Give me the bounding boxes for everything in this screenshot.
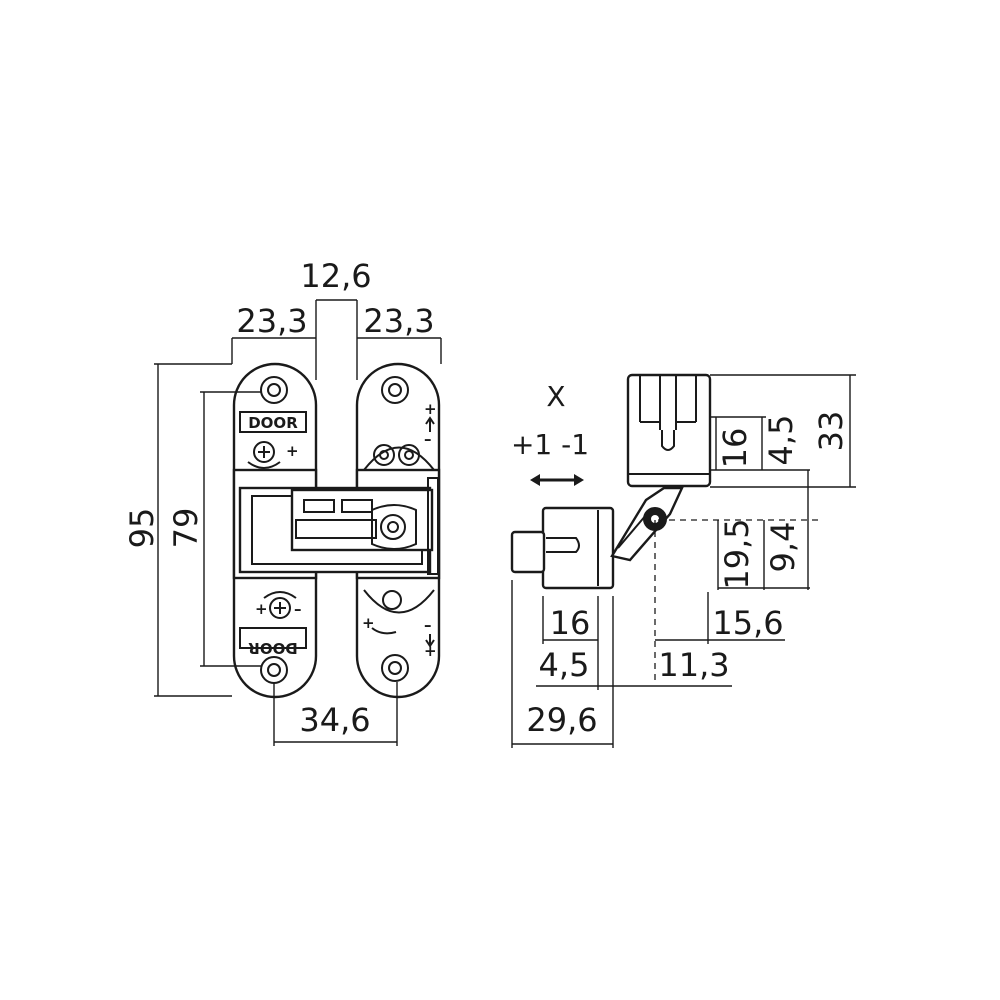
dim-body-depth-upper: 16 (716, 428, 754, 469)
svg-text:–: – (294, 600, 302, 618)
dim-total-depth-upper: 33 (812, 411, 850, 452)
adjust-screw-bottom-right (382, 590, 402, 610)
lower-body-nose (510, 530, 546, 574)
front-view: DOOR DOOR + + – + – + – + (123, 257, 442, 746)
svg-text:+: + (255, 600, 268, 618)
dim-hole-spacing: 79 (167, 508, 205, 549)
dim-depth-lower-a: 19,5 (718, 518, 756, 589)
svg-text:+: + (362, 614, 375, 632)
door-label-box-bottom (239, 627, 307, 649)
pivot-screw (380, 514, 406, 540)
dim-total-height: 95 (123, 508, 161, 549)
adjust-range-label: +1 -1 (511, 428, 589, 461)
door-label-bottom: DOOR (248, 639, 298, 657)
dim-pivot-to-edge: 15,6 (712, 604, 783, 642)
dim-right-plate-width: 23,3 (363, 302, 434, 340)
adjust-axis-label: X (546, 380, 565, 413)
svg-text:+: + (424, 400, 437, 418)
dim-offset-upper: 4,5 (762, 415, 800, 466)
dim-hole-distance: 34,6 (299, 701, 370, 739)
dim-pivot-offset: 11,3 (658, 646, 729, 684)
dim-left-plate-width: 23,3 (236, 302, 307, 340)
adjust-screw-top-right-b (398, 444, 420, 466)
svg-text:–: – (424, 430, 432, 448)
dim-offset-lower: 4,5 (539, 646, 590, 684)
screw-hole-top-left (260, 376, 288, 404)
screw-hole-top-right (381, 376, 409, 404)
screw-hole-bottom-right (381, 654, 409, 682)
svg-text:+: + (286, 442, 299, 460)
svg-text:+: + (424, 642, 437, 660)
dim-total-width: 29,6 (526, 701, 597, 739)
dim-gap-width: 12,6 (300, 257, 371, 295)
adjust-screw-top-left (253, 441, 275, 463)
adjust-screw-top-right-a (373, 444, 395, 466)
adjust-screw-bottom-left (269, 597, 291, 619)
upper-body (626, 373, 712, 488)
dim-depth-lower-b: 9,4 (764, 522, 802, 573)
door-label-box-top (239, 411, 307, 433)
dim-body-depth-lower: 16 (550, 604, 591, 642)
door-label-top: DOOR (248, 414, 298, 432)
svg-text:–: – (424, 616, 432, 634)
side-view: X +1 -1 33 16 4,5 19,5 9,4 (510, 373, 856, 748)
